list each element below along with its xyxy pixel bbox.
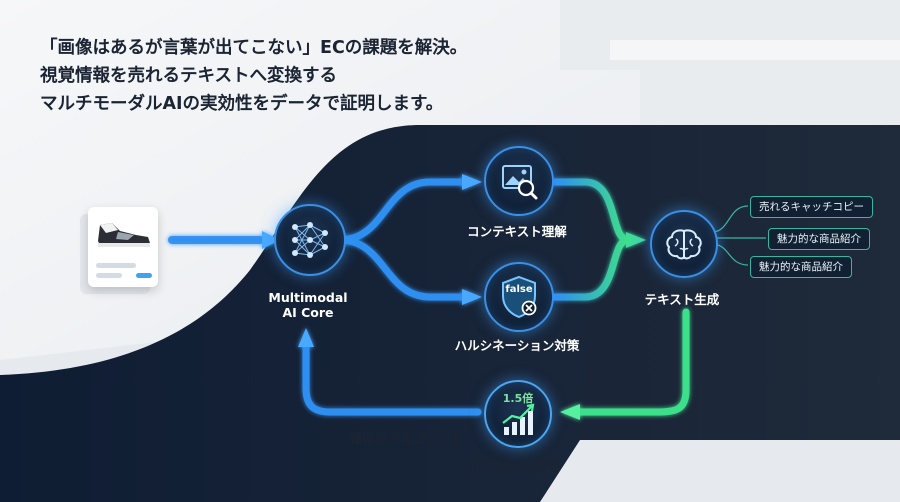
step-shape <box>560 0 900 125</box>
flow-context-to-textgen <box>551 178 646 248</box>
headline: 「画像はあるが言葉が出てこない」ECの課題を解決。 視覚情報を売れるテキストへ変… <box>40 34 600 118</box>
ctr-label: CTRデータ学習 <box>471 459 561 474</box>
headline-line: 「画像はあるが言葉が出てこない」ECの課題を解決。 <box>40 38 468 58</box>
output-pill: 売れるキャッチコピー <box>750 196 873 218</box>
shield-icon <box>502 275 537 319</box>
headline-line: マルチモーダルAIの実効性をデータで証明します。 <box>40 94 444 114</box>
growth-chart-icon <box>502 403 535 435</box>
card-text-bar <box>96 263 136 268</box>
core-label: Multimodal AI Core <box>248 290 368 320</box>
context-label: コンテキスト理解 <box>467 224 567 239</box>
context-node <box>484 146 554 216</box>
output-pill: 魅力的な商品紹介 <box>768 228 870 250</box>
hallucination-node: false <box>484 262 554 332</box>
core-label-line2: AI Core <box>282 305 334 320</box>
loop-label: 循環型アルゴリズム <box>349 431 463 446</box>
textgen-label: テキスト生成 <box>644 292 720 307</box>
step-shape <box>610 40 900 60</box>
neural-network-icon <box>292 222 328 258</box>
core-label-line1: Multimodal <box>268 290 348 305</box>
card-price-bar <box>136 273 152 278</box>
ctr-node: 1.5倍 <box>484 380 552 448</box>
output-pill: 魅力的な商品紹介 <box>750 256 852 278</box>
product-card <box>88 207 158 287</box>
flow-hallucination-to-textgen <box>551 236 632 301</box>
multiplier-badge: 1.5倍 <box>502 392 534 405</box>
flow-ctr-to-core <box>298 328 482 416</box>
input-arrow <box>168 231 280 249</box>
sneaker-icon <box>98 223 150 247</box>
flow-core-to-hallucination <box>336 236 482 305</box>
flow-core-to-context <box>336 174 482 244</box>
false-badge: false <box>505 284 533 295</box>
card-text-bar <box>96 273 122 278</box>
textgen-node <box>650 210 718 278</box>
headline-line: 視覚情報を売れるテキストへ変換する <box>40 66 337 86</box>
brain-icon <box>666 229 702 260</box>
flow-textgen-to-ctr <box>560 308 690 420</box>
image-search-icon <box>502 165 538 200</box>
core-node <box>274 204 346 276</box>
hallucination-label: ハルシネーション対策 <box>454 338 580 353</box>
